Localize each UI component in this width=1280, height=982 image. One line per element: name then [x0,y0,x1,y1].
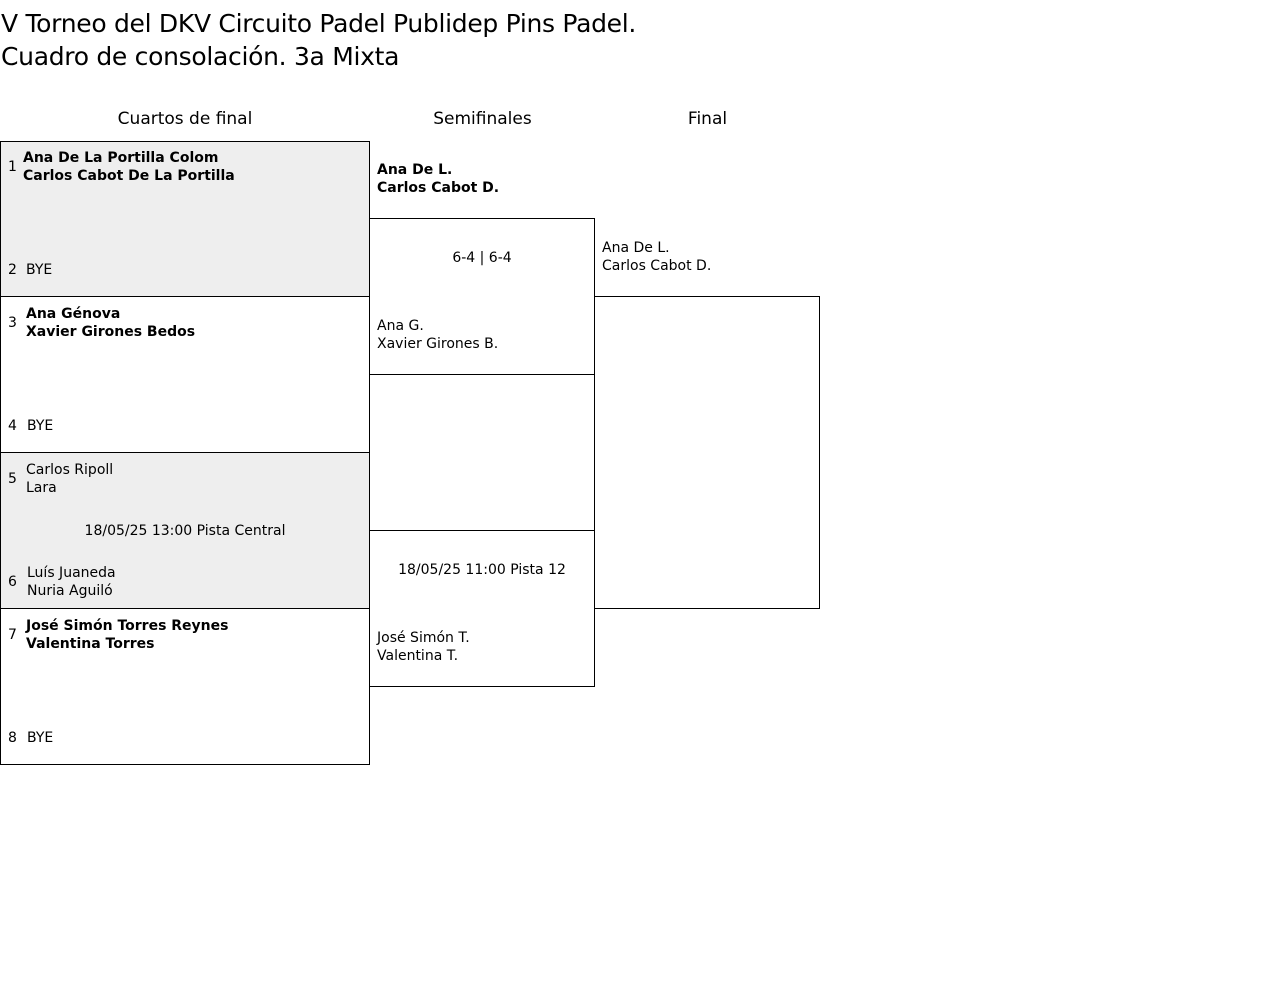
player-name: Xavier Girones B. [377,336,499,352]
seed-number: 4 [8,418,17,434]
quarterfinal-match-1[interactable]: 1 Ana De La Portilla Colom Carlos Cabot … [0,141,370,297]
player-name: José Simón T. [377,630,470,646]
round-label-semifinals: Semifinales [433,109,532,129]
seed-number: 7 [8,627,17,643]
player-name: Ana G. [377,318,424,334]
team-entry: Carlos Ripoll Lara [26,461,113,497]
player-name: BYE [27,418,54,434]
title-line-1: V Torneo del DKV Circuito Padel Publidep… [1,9,637,38]
team-entry: Ana G. Xavier Girones B. [377,317,498,353]
team-entry: BYE [27,729,53,747]
semifinal-match-1[interactable]: 6-4 | 6-4 Ana G. Xavier Girones B. [369,218,595,375]
team-entry: José Simón Torres Reynes Valentina Torre… [26,617,228,653]
team-entry: Luís Juaneda Nuria Aguiló [27,564,116,600]
team-entry: José Simón T. Valentina T. [377,629,470,665]
player-name: BYE [27,730,54,746]
player-name: Lara [26,480,57,496]
player-name: Xavier Girones Bedos [26,324,196,340]
seed-number: 6 [8,574,17,590]
player-name: Carlos Ripoll [26,462,114,478]
seed-number: 1 [8,159,17,175]
player-name: Carlos Cabot D. [602,258,712,274]
match-schedule: 18/05/25 11:00 Pista 12 [398,562,566,578]
player-name: José Simón Torres Reynes [26,618,229,634]
player-name: Valentina T. [377,648,459,664]
team-entry: BYE [26,261,52,279]
match-schedule: 18/05/25 13:00 Pista Central [84,523,286,539]
team-entry: Ana De La Portilla Colom Carlos Cabot De… [23,149,235,185]
player-name: Carlos Cabot D. [377,180,500,196]
quarterfinal-match-3[interactable]: 5 Carlos Ripoll Lara 18/05/25 13:00 Pist… [0,452,370,609]
team-entry: BYE [27,417,53,435]
player-name: Valentina Torres [26,636,155,652]
player-name: Ana De L. [602,240,670,256]
title-line-2: Cuadro de consolación. 3a Mixta [1,42,400,71]
seed-number: 2 [8,262,17,278]
player-name: Nuria Aguiló [27,583,113,599]
round-label-quarterfinals: Cuartos de final [117,109,253,129]
seed-number: 3 [8,315,17,331]
player-name: Ana De L. [377,162,453,178]
quarterfinal-match-2[interactable]: 3 Ana Génova Xavier Girones Bedos 4 BYE [0,296,370,453]
team-entry: Ana Génova Xavier Girones Bedos [26,305,195,341]
player-name: Luís Juaneda [27,565,116,581]
round-label-final: Final [687,109,728,129]
page-title: V Torneo del DKV Circuito Padel Publidep… [1,7,636,73]
final-match[interactable] [594,296,820,609]
player-name: Ana De La Portilla Colom [23,150,219,166]
match-score: 6-4 | 6-4 [452,250,512,266]
seed-number: 8 [8,730,17,746]
player-name: Carlos Cabot De La Portilla [23,168,235,184]
player-name: BYE [26,262,53,278]
semifinal-match-2[interactable]: 18/05/25 11:00 Pista 12 José Simón T. Va… [369,530,595,687]
quarterfinal-match-4[interactable]: 7 José Simón Torres Reynes Valentina Tor… [0,608,370,765]
final-top-team: Ana De L. Carlos Cabot D. [602,239,711,275]
semifinal-1-top-team: Ana De L. Carlos Cabot D. [377,161,499,197]
seed-number: 5 [8,471,17,487]
player-name: Ana Génova [26,306,121,322]
